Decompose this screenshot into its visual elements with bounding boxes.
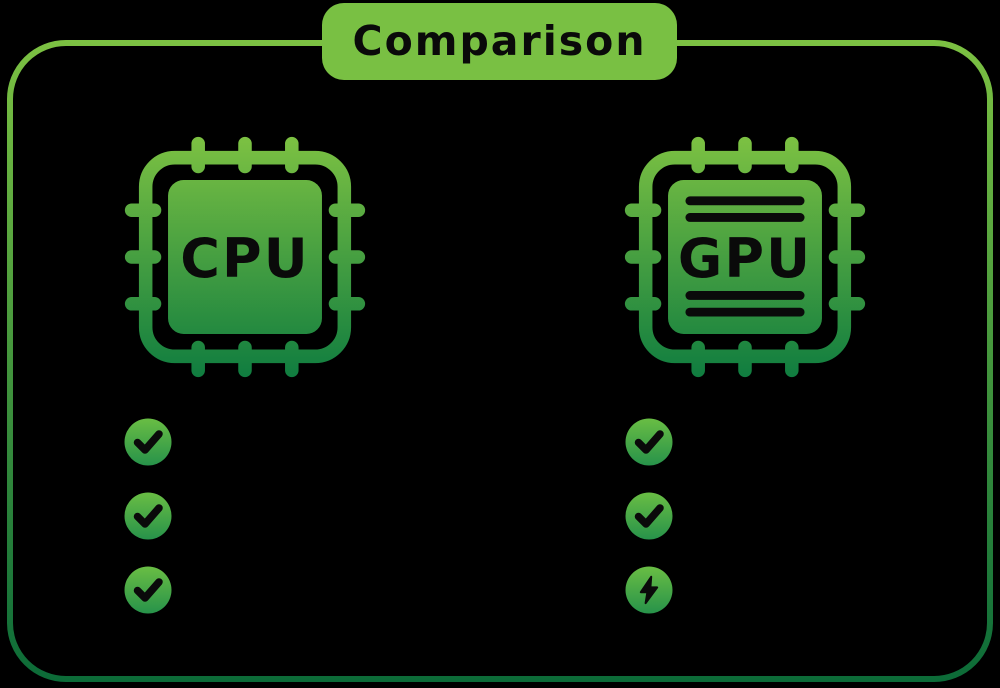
title-badge: Comparison <box>322 3 677 80</box>
check-icon <box>124 492 172 540</box>
check-icon <box>625 492 673 540</box>
title-text: Comparison <box>352 16 647 65</box>
gpu-feature-list <box>625 418 673 614</box>
chip-die <box>168 180 322 334</box>
cpu-chip-label: CPU <box>180 227 309 290</box>
bolt-icon <box>625 566 673 614</box>
gpu-chip-icon: GPU <box>624 136 866 378</box>
check-icon <box>124 418 172 466</box>
check-icon <box>625 418 673 466</box>
gpu-chip-label: GPU <box>678 227 812 290</box>
cpu-feature-list <box>124 418 172 614</box>
cpu-chip-icon: CPU <box>124 136 366 378</box>
chip-circuit-lines <box>685 196 805 317</box>
chip-outer-border <box>138 150 352 364</box>
check-icon <box>124 566 172 614</box>
chip-outer-border <box>638 150 852 364</box>
